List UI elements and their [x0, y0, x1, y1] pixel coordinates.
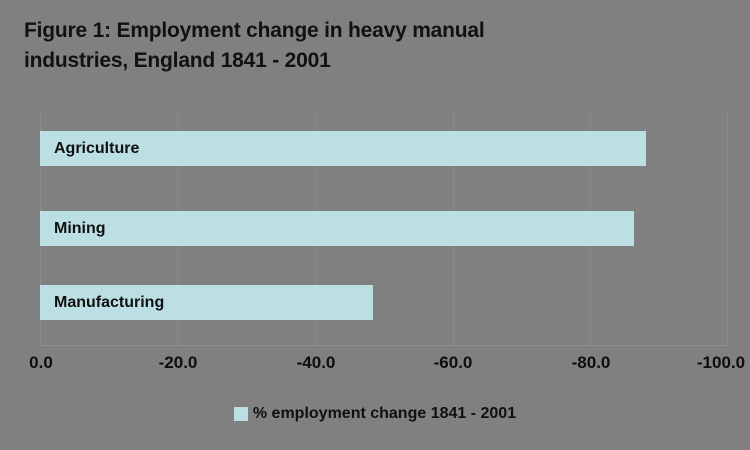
legend-color-swatch [233, 407, 248, 421]
bar-label-manufacturing: Manufacturing [54, 294, 165, 311]
bar-label-mining: Mining [54, 220, 106, 237]
bar-manufacturing[interactable] [40, 285, 373, 320]
bar-label-agriculture: Agriculture [54, 140, 140, 157]
x-tick-label-80: -80.0 [571, 353, 611, 372]
x-axis-line [40, 345, 729, 346]
legend-entry-label: % employment change 1841 - 2001 [252, 405, 517, 422]
plot-area: Agriculture Mining Manufacturing [40, 110, 728, 345]
x-tick-label-20: -20.0 [158, 353, 198, 372]
x-tick-label-0: 0.0 [29, 353, 53, 372]
chart-legend: % employment change 1841 - 2001 [0, 405, 750, 423]
bar-agriculture[interactable] [40, 131, 646, 166]
gridline-100 [727, 110, 728, 345]
chart-title: Figure 1: Employment change in heavy man… [24, 19, 485, 72]
bar-mining[interactable] [40, 211, 634, 246]
x-axis-tick-labels: 0.0 -20.0 -40.0 -60.0 -80.0 -100.0 [0, 352, 750, 378]
x-tick-label-60: -60.0 [433, 353, 473, 372]
x-tick-label-40: -40.0 [296, 353, 336, 372]
x-tick-label-100: -100.0 [696, 353, 746, 372]
